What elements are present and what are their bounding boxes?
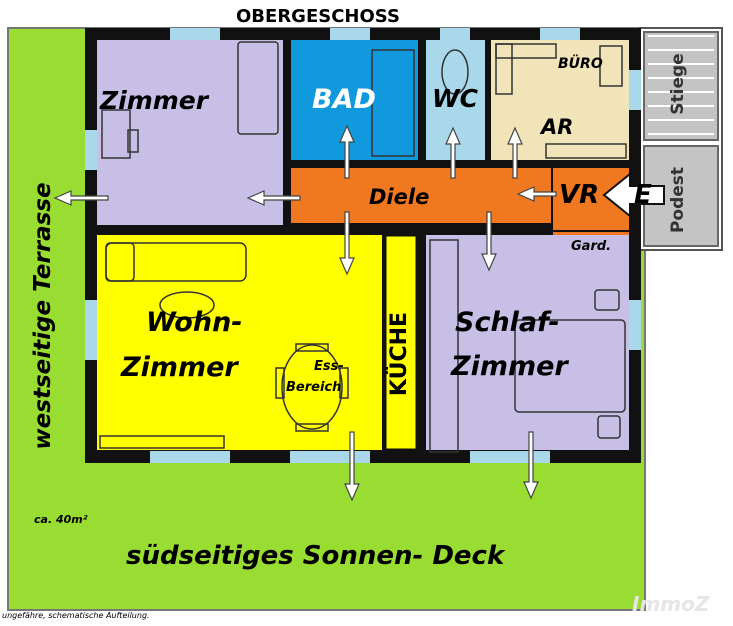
arrow-to-deck-left xyxy=(344,431,360,502)
garderobe-label: Gard. xyxy=(571,239,612,254)
arrow-into-diele xyxy=(516,186,557,202)
wohnzimmer-label-line1: Wohn- xyxy=(146,307,243,338)
wohnzimmer-room xyxy=(97,235,382,450)
arrow-to-wohnzimmer xyxy=(339,211,355,276)
arrow-to-wc xyxy=(445,126,461,179)
podest-label: Podest xyxy=(668,166,688,234)
schlafzimmer-label-line1: Schlaf- xyxy=(455,307,560,338)
essbereich-label-line1: Ess- xyxy=(314,359,344,374)
deck-label: südseitiges Sonnen- Deck xyxy=(126,541,505,571)
wc-label: WC xyxy=(432,84,478,113)
kueche-label: KÜCHE xyxy=(387,311,412,397)
stiege-label: Stiege xyxy=(668,53,688,115)
ar-label: AR xyxy=(541,115,574,139)
arrow-to-deck-right xyxy=(523,431,539,500)
room-access-arrows xyxy=(53,124,557,502)
kueche-counter xyxy=(383,233,419,452)
essbereich-label-line2: Bereich xyxy=(286,380,342,395)
zimmer-label: Zimmer xyxy=(100,86,209,115)
wohnzimmer-label-line2: Zimmer xyxy=(121,352,238,383)
diele-room xyxy=(291,168,551,223)
arrow-to-ar xyxy=(507,126,523,179)
arrow-to-terrasse xyxy=(53,190,109,206)
watermark: ImmoZ xyxy=(632,592,710,616)
arrow-to-schlafzimmer xyxy=(481,211,497,272)
vr-label: VR xyxy=(559,180,600,210)
furniture xyxy=(99,41,627,453)
entrance-label: E xyxy=(634,180,652,210)
stair-steps xyxy=(648,35,714,135)
floor-title: OBERGESCHOSS xyxy=(236,6,400,27)
entrance-arrow xyxy=(602,171,665,219)
schlafzimmer-room xyxy=(426,235,629,450)
bad-room xyxy=(291,40,418,160)
area-label: ca. 40m² xyxy=(34,513,88,526)
diele-label: Diele xyxy=(369,185,430,209)
terrasse-label: westseitige Terrasse xyxy=(30,182,56,450)
arrow-to-bad xyxy=(339,124,355,179)
arrow-to-zimmer xyxy=(246,190,301,206)
schlafzimmer-label-line2: Zimmer xyxy=(451,351,568,382)
buero-label: BÜRO xyxy=(558,56,603,72)
footnote: ungefähre, schematische Aufteilung. xyxy=(2,611,150,620)
bad-label: BAD xyxy=(312,84,376,115)
